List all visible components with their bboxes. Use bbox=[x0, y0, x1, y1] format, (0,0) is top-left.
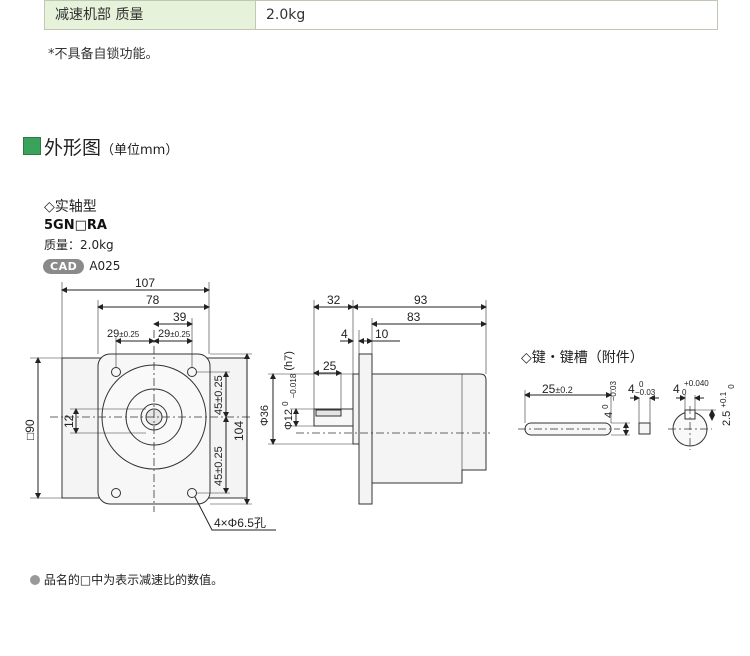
side-view bbox=[268, 300, 490, 505]
dim-29-left: 29±0.25 bbox=[107, 328, 140, 340]
key-dim-4b: 4 0 −0.03 bbox=[599, 381, 618, 418]
dim-mount-holes: 4×Φ6.5孔 bbox=[214, 516, 266, 530]
dim-shaft-phi12: Φ12 0 −0.018 (h7) bbox=[279, 351, 299, 430]
dim-10: 10 bbox=[375, 327, 389, 341]
section-title: 外形图（单位mm） bbox=[44, 137, 179, 159]
self-lock-note: *不具备自锁功能。 bbox=[48, 47, 159, 62]
dim-4: 4 bbox=[341, 327, 348, 341]
dim-square-90: □90 bbox=[23, 419, 37, 440]
mount-hole-bl bbox=[111, 488, 121, 498]
section-unit: （单位mm） bbox=[101, 143, 179, 158]
side-pilot bbox=[352, 373, 360, 445]
dim-45-bottom: 45±0.25 bbox=[213, 446, 225, 486]
key-dim-4c: 4 +0.040 0 bbox=[673, 375, 712, 397]
cad-code: A025 bbox=[89, 259, 121, 273]
key-views bbox=[518, 390, 716, 450]
spec-table-row: 减速机部 质量 2.0kg bbox=[44, 0, 718, 30]
mass-text: 质量：2.0kg bbox=[44, 238, 114, 252]
side-body bbox=[358, 353, 487, 505]
key-dim-25: 25±0.2 bbox=[542, 382, 573, 396]
bullet-icon bbox=[30, 575, 40, 585]
dim-32: 32 bbox=[327, 293, 341, 307]
dim-83: 83 bbox=[407, 310, 421, 324]
dim-78: 78 bbox=[146, 293, 160, 307]
dim-45-top: 45±0.25 bbox=[213, 375, 225, 415]
cad-badge[interactable]: CAD bbox=[43, 259, 85, 274]
dim-107: 107 bbox=[135, 276, 155, 290]
model-number: 5GN□RA bbox=[44, 218, 107, 233]
bottom-footnote: 品名的□中为表示减速比的数值。 bbox=[30, 571, 223, 588]
spec-label-mass: 减速机部 质量 bbox=[44, 0, 256, 30]
solid-shaft-title: ◇实轴型 bbox=[44, 199, 97, 215]
section-marker-icon bbox=[23, 137, 41, 155]
dim-104: 104 bbox=[232, 421, 246, 441]
side-keyway bbox=[315, 409, 342, 417]
dim-phi36: Φ36 bbox=[259, 405, 271, 426]
key-dim-4a: 4 0 −0.03 bbox=[628, 376, 656, 397]
dim-29-right: 29±0.25 bbox=[158, 328, 191, 340]
key-dim-2-5: 2.5 +0.1 0 bbox=[717, 384, 736, 426]
dim-93: 93 bbox=[414, 293, 428, 307]
dim-12: 12 bbox=[62, 414, 76, 428]
cad-row: CAD A025 bbox=[43, 255, 120, 274]
spec-value-mass: 2.0kg bbox=[256, 0, 718, 30]
dim-39: 39 bbox=[173, 310, 187, 324]
mount-hole-tl bbox=[111, 367, 121, 377]
key-end bbox=[638, 422, 651, 435]
dim-25: 25 bbox=[323, 359, 337, 373]
key-section-title: ◇键・键槽（附件） bbox=[521, 350, 644, 366]
front-view bbox=[30, 282, 276, 531]
